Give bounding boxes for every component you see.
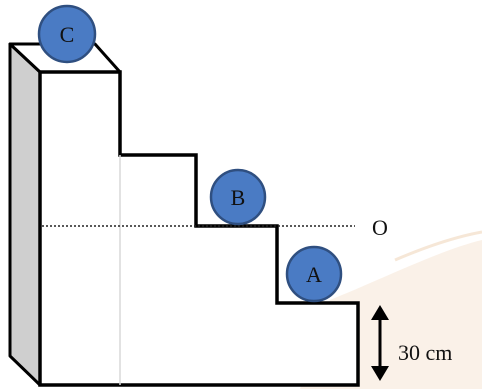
- ball-a-label: A: [306, 262, 322, 287]
- block-side-face: [8, 42, 42, 387]
- height-arrow: [371, 305, 389, 381]
- staircase-front-face: [38, 70, 360, 387]
- ball-a: A: [285, 245, 343, 303]
- ball-b-label: B: [231, 185, 246, 210]
- ball-c-label: C: [60, 22, 75, 47]
- reference-line-label: O: [372, 215, 388, 240]
- ball-b: B: [209, 168, 267, 226]
- height-label: 30 cm: [398, 340, 452, 365]
- ball-c: C: [37, 4, 97, 64]
